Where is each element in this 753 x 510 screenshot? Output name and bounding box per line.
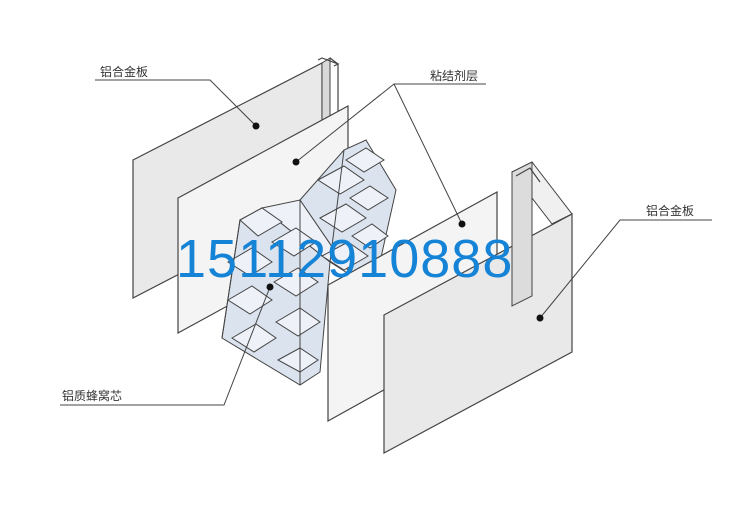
leader-lines xyxy=(60,79,712,406)
leader-dots xyxy=(252,122,544,322)
label-adhesive-layer: 粘结剂层 xyxy=(430,68,478,83)
dot-honeycomb xyxy=(266,283,274,291)
dot-adhesive-right xyxy=(458,220,466,228)
aluminum-plate-front xyxy=(383,161,573,455)
dot-front-plate xyxy=(536,314,544,322)
honeycomb-core xyxy=(221,139,397,386)
watermark-phone-number: 15112910888 xyxy=(176,229,513,289)
dot-back-plate xyxy=(252,122,260,130)
dot-adhesive-left xyxy=(292,158,300,166)
label-honeycomb-core: 铝质蜂窝芯 xyxy=(62,388,122,403)
label-top-left-plate: 铝合金板 xyxy=(100,64,148,79)
label-right-plate: 铝合金板 xyxy=(646,203,694,218)
